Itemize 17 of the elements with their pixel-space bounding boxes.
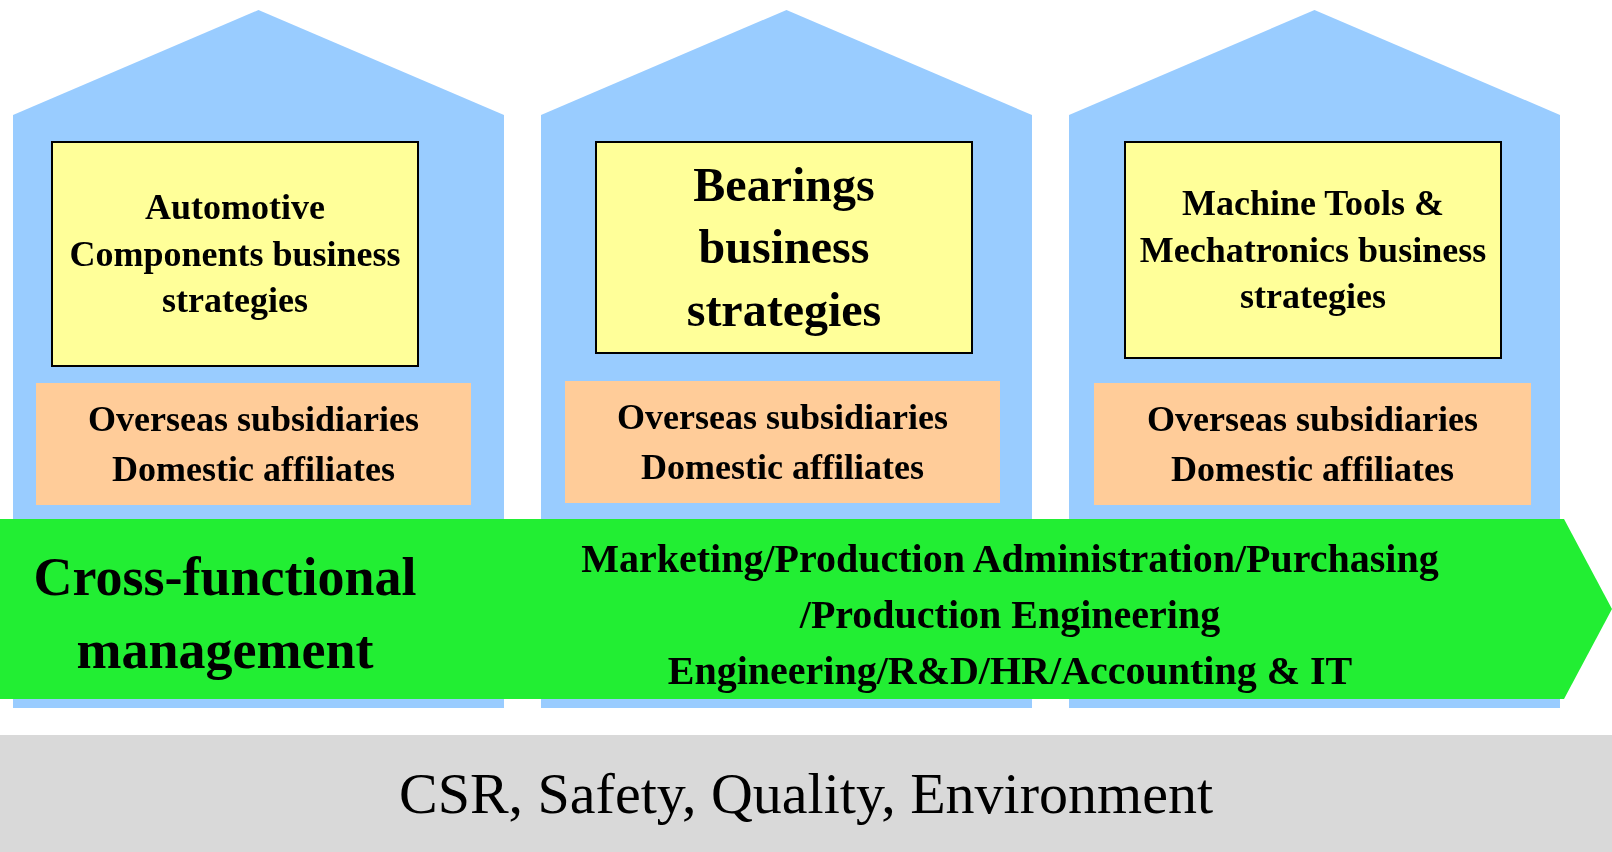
affiliate-label: Overseas subsidiaries — [617, 395, 948, 439]
affiliates-box — [36, 383, 471, 505]
foundation-band: CSR, Safety, Quality, Environment — [0, 735, 1612, 852]
affiliate-label: Domestic affiliates — [641, 446, 924, 489]
affiliate-label: Overseas subsidiaries — [1147, 397, 1478, 441]
affiliates-box — [565, 381, 1000, 503]
function-list: Engineering/R&D/HR/Accounting & IT — [480, 643, 1540, 699]
affiliate-label: Domestic affiliates — [112, 448, 395, 491]
function-arrow-band — [0, 519, 1612, 699]
strategy-box: Bearings business strategies — [595, 141, 973, 354]
function-list: Marketing/Production Administration/Purchasing /Production Engineering — [480, 531, 1540, 643]
strategy-box: Automotive Components business strategies — [51, 141, 419, 367]
strategy-box: Machine Tools & Mechatronics business strategies — [1124, 141, 1502, 359]
affiliates-box — [1094, 383, 1531, 505]
band-heading: Cross-functional management — [32, 546, 418, 682]
affiliate-label: Domestic affiliates — [1171, 448, 1454, 491]
affiliate-label: Overseas subsidiaries — [88, 397, 419, 441]
